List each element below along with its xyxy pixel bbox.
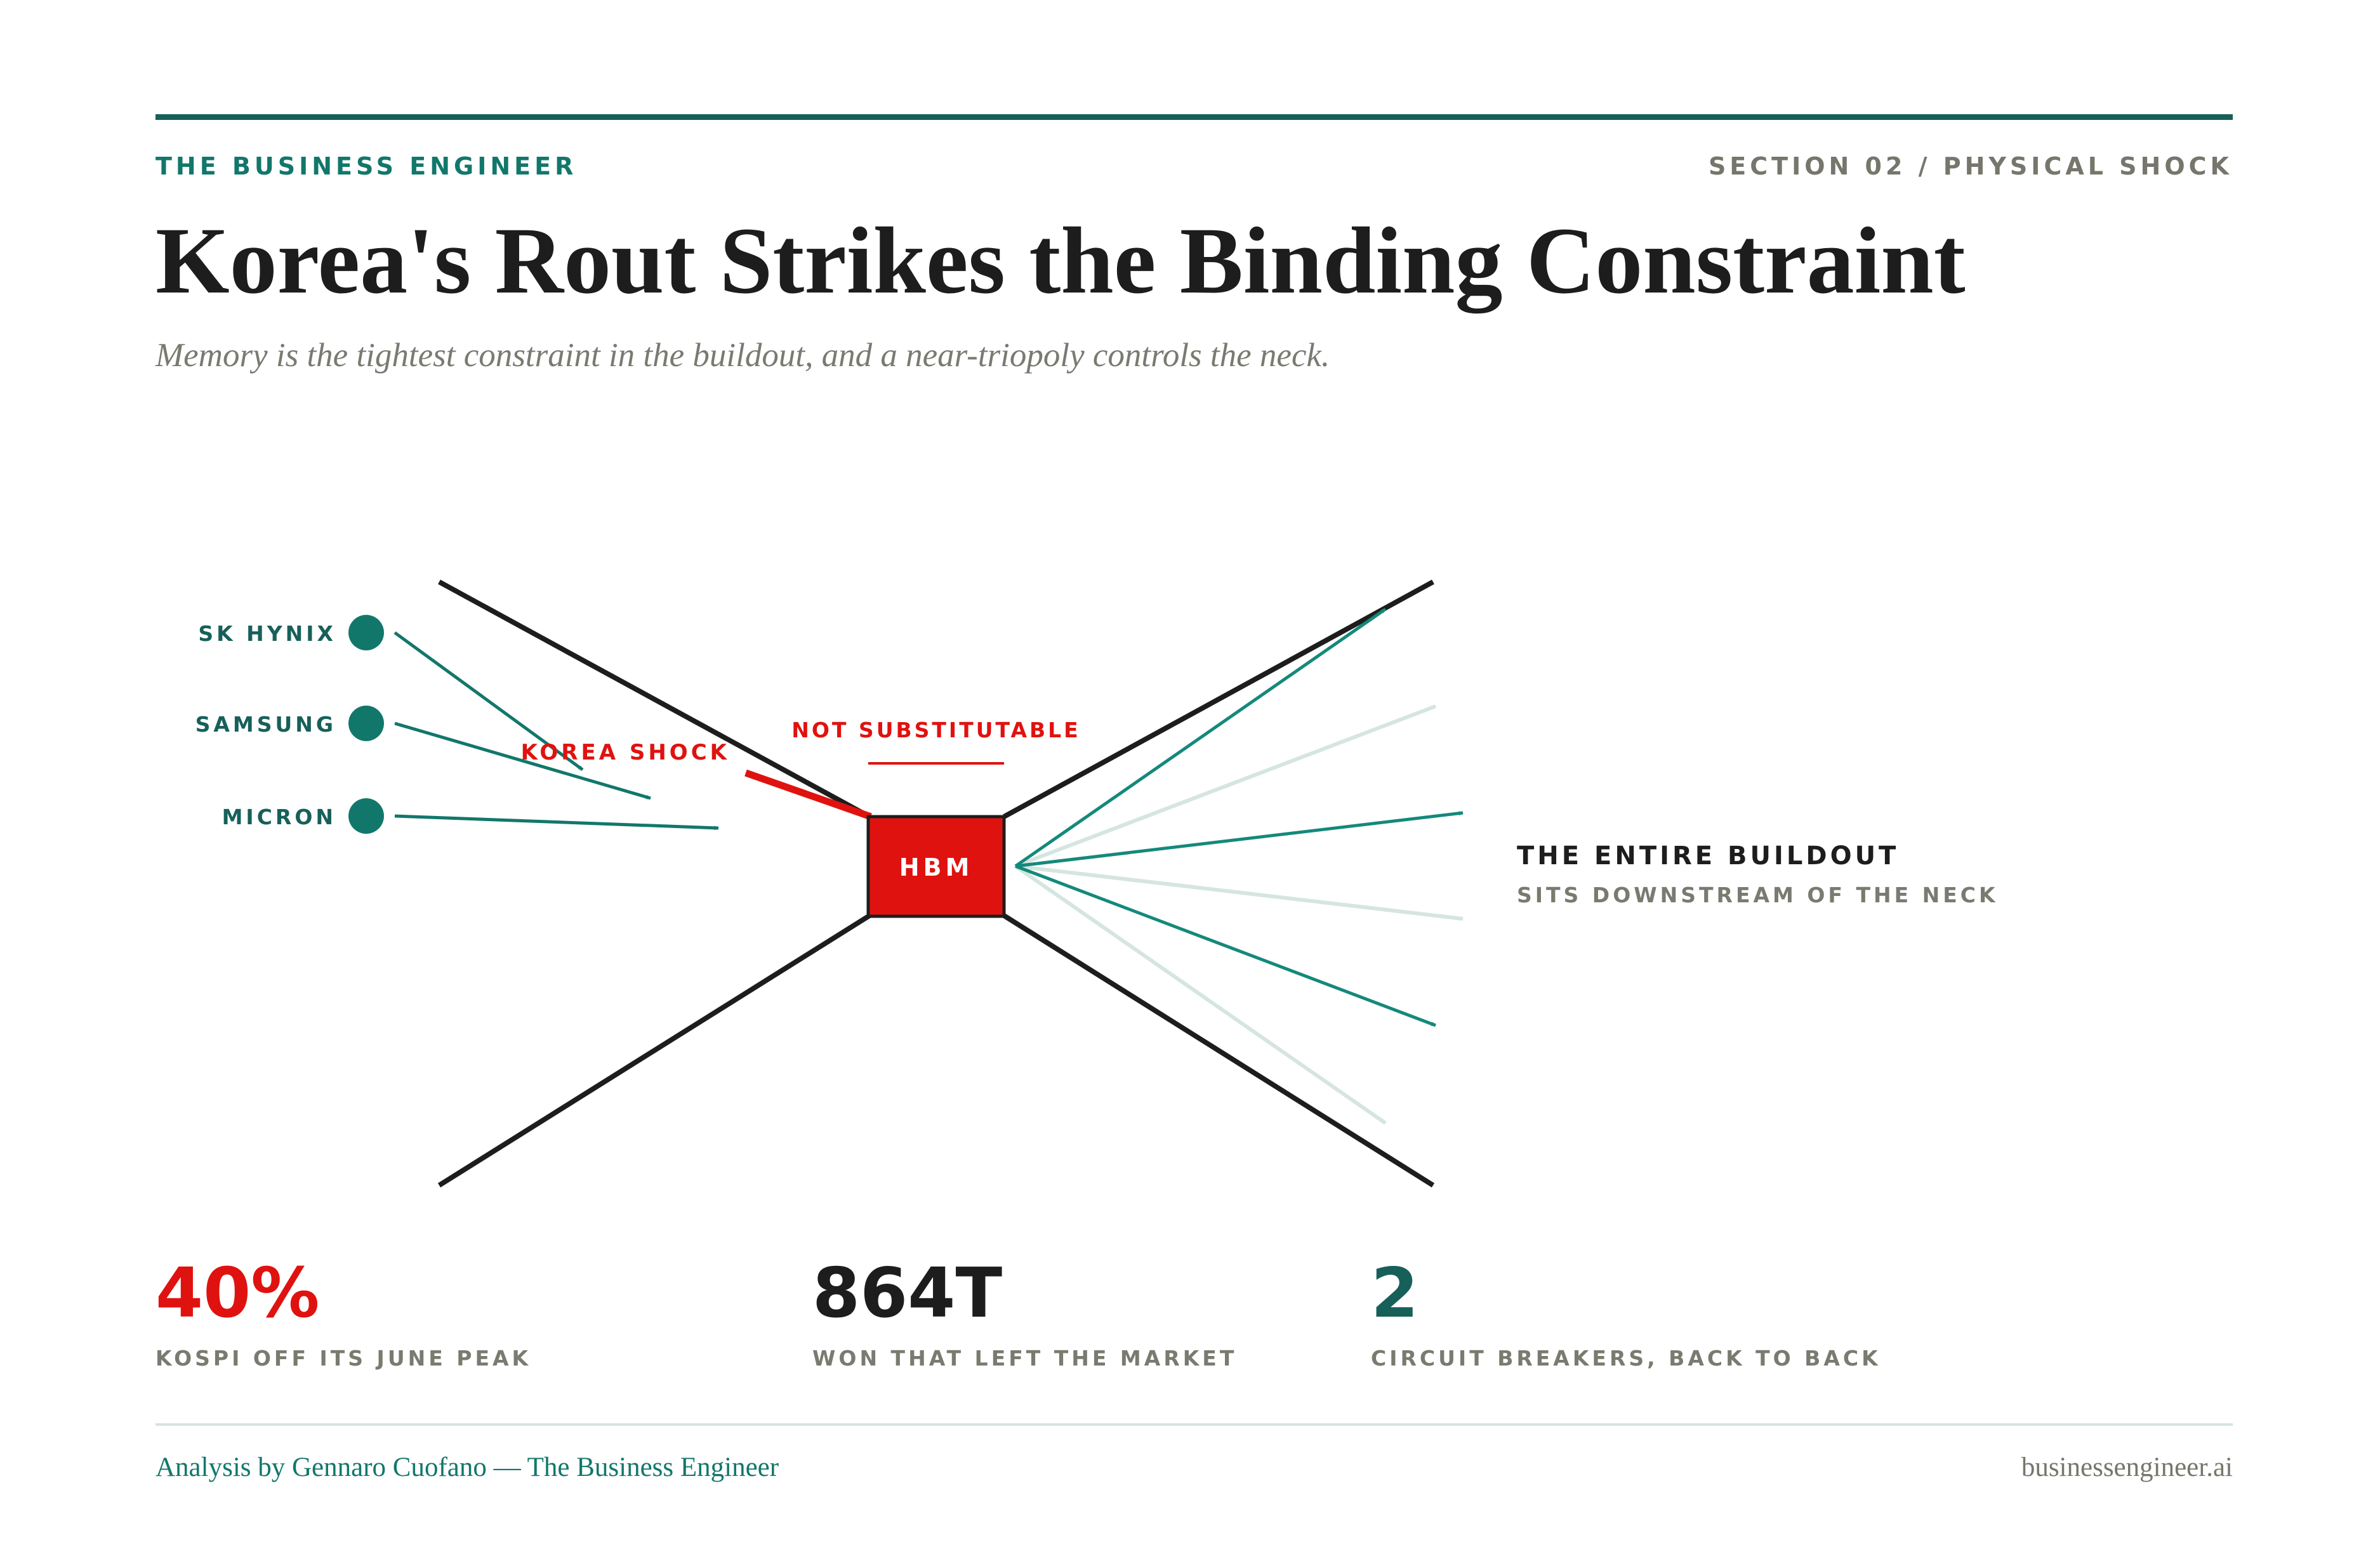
hbm-label: HBM xyxy=(899,853,974,881)
brand-label: THE BUSINESS ENGINEER xyxy=(155,152,578,180)
stat-value: 864T xyxy=(812,1254,1003,1333)
stat-label: CIRCUIT BREAKERS, BACK TO BACK xyxy=(1371,1346,1881,1371)
section-label: SECTION 02 / PHYSICAL SHOCK xyxy=(1708,152,2233,180)
funnel-lower-left-edge xyxy=(437,913,871,1188)
stat-value: 40% xyxy=(155,1254,320,1333)
not-substitutable-label: NOT SUBSTITUTABLE xyxy=(791,718,1080,742)
stat-won: 864T WON THAT LEFT THE MARKET xyxy=(812,1260,1237,1371)
downstream-arrow-light xyxy=(1015,864,1464,921)
downstream-arrow-highlight xyxy=(1014,607,1387,868)
funnel-upper-right-edge xyxy=(1003,579,1434,819)
sk-hynix-arrow xyxy=(393,631,584,772)
stat-circuit-breakers: 2 CIRCUIT BREAKERS, BACK TO BACK xyxy=(1371,1260,1881,1371)
top-rule xyxy=(155,114,2233,120)
funnel-upper-left-edge xyxy=(438,579,871,819)
supplier-label-samsung: SAMSUNG xyxy=(195,712,336,737)
downstream-subtitle: SITS DOWNSTREAM OF THE NECK xyxy=(1517,883,1999,907)
hbm-box xyxy=(866,815,1006,918)
micron-dot xyxy=(348,798,384,834)
micron-arrow xyxy=(394,814,719,831)
stat-label: WON THAT LEFT THE MARKET xyxy=(812,1346,1238,1371)
page-title: Korea's Rout Strikes the Binding Constra… xyxy=(155,208,1966,313)
stat-kospi: 40% KOSPI OFF ITS JUNE PEAK xyxy=(155,1260,531,1371)
stat-label: KOSPI OFF ITS JUNE PEAK xyxy=(155,1346,532,1371)
footer-site-link[interactable]: businessengineer.ai xyxy=(2021,1452,2233,1482)
korea-shock-strike xyxy=(744,769,872,820)
sk-hynix-dot xyxy=(348,615,384,650)
downstream-arrow-light xyxy=(1014,864,1387,1125)
page-subtitle: Memory is the tightest constraint in the… xyxy=(155,337,1330,374)
supplier-label-sk-hynix: SK HYNIX xyxy=(198,621,336,646)
downstream-title: THE ENTIRE BUILDOUT xyxy=(1517,841,1899,871)
samsung-dot xyxy=(348,706,384,741)
downstream-arrow-highlight xyxy=(1015,864,1436,1027)
stat-value: 2 xyxy=(1371,1254,1419,1333)
funnel-lower-right-edge xyxy=(1002,913,1435,1188)
supplier-label-micron: MICRON xyxy=(222,805,336,829)
downstream-arrow-light xyxy=(1014,704,1437,868)
footer-rule xyxy=(155,1423,2233,1426)
korea-shock-label: KOREA SHOCK xyxy=(521,740,730,765)
footer-credit: Analysis by Gennaro Cuofano — The Busine… xyxy=(155,1452,779,1482)
samsung-arrow xyxy=(394,721,651,800)
downstream-arrow-highlight xyxy=(1015,811,1464,868)
